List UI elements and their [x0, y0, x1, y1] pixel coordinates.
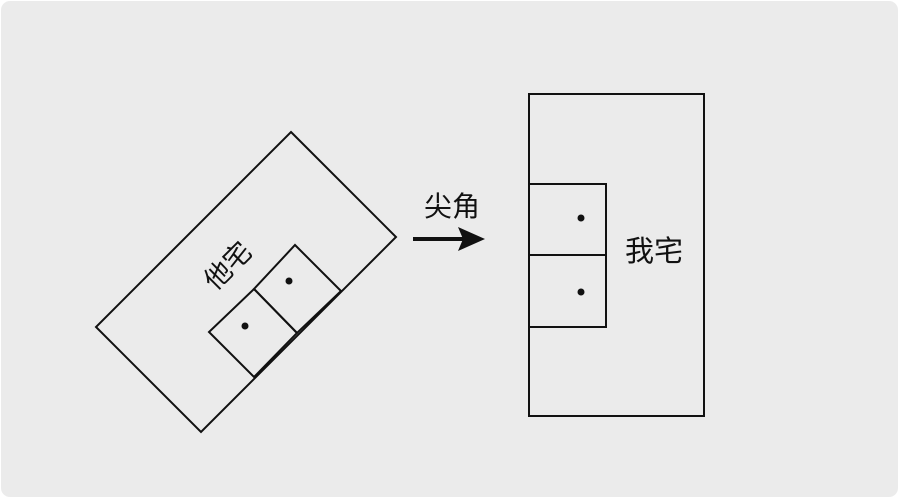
other-house-room-1 — [252, 243, 343, 335]
my-house-room-2 — [528, 254, 607, 328]
my-house-room-1-dot — [577, 214, 585, 222]
other-house-outline — [94, 130, 398, 434]
other-house-room-2-dot — [241, 322, 249, 330]
other-house-room-2 — [207, 287, 299, 379]
arrow-icon — [413, 227, 485, 251]
my-house — [528, 93, 705, 417]
other-house-room-1-dot — [285, 277, 293, 285]
other-house — [94, 130, 398, 434]
my-house-room-1 — [528, 183, 607, 256]
sharp-corner-label: 尖角 — [424, 190, 480, 223]
my-house-label: 我宅 — [625, 234, 683, 268]
other-house-label: 他宅 — [198, 236, 258, 296]
my-house-room-2-dot — [577, 288, 585, 296]
